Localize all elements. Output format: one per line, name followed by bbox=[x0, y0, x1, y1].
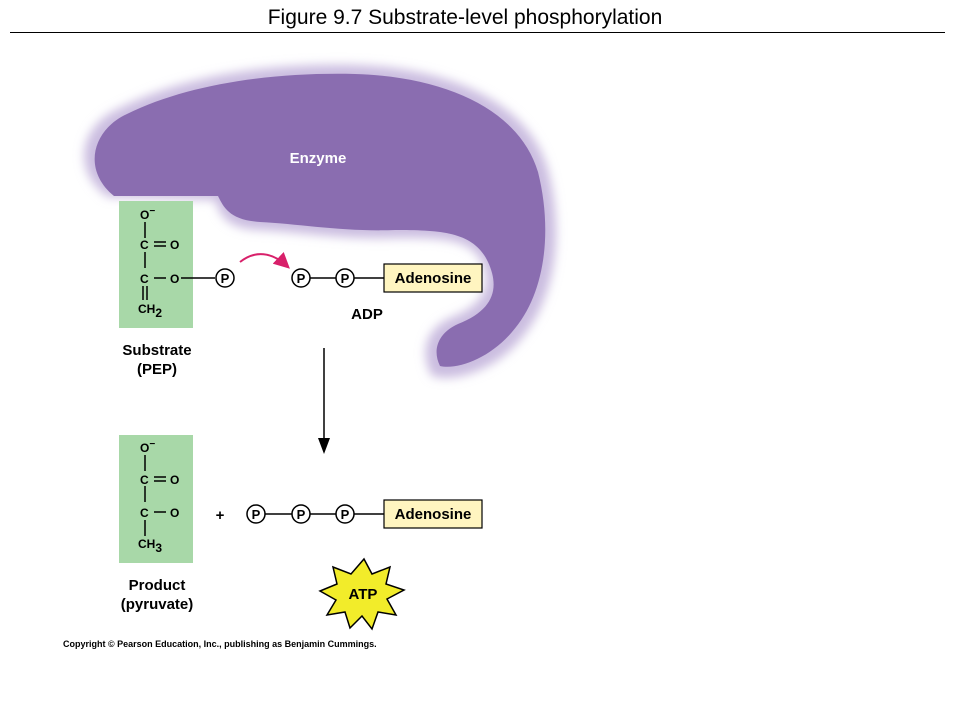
product-oxygen-2: O bbox=[170, 506, 179, 520]
adp-phosphate-2-symbol: P bbox=[341, 271, 350, 286]
product-pyruvate: O− C O C O CH3 Product (pyruvate) bbox=[119, 435, 193, 613]
atp-phosphate-1-symbol: P bbox=[252, 507, 261, 522]
adp-phosphate-2: P bbox=[335, 268, 355, 288]
adp-adenosine-label: Adenosine bbox=[395, 270, 472, 287]
atp-phosphate-1: P bbox=[246, 504, 266, 524]
adp-adenosine-box bbox=[383, 263, 483, 293]
adp-label: ADP bbox=[351, 306, 383, 323]
product-label-line2: (pyruvate) bbox=[121, 596, 194, 613]
product-carbon-2: C bbox=[140, 506, 149, 520]
product-oxygen-1: O bbox=[170, 473, 179, 487]
substrate-carbon-1: C bbox=[140, 238, 149, 252]
transferred-phosphate-symbol: P bbox=[221, 271, 230, 286]
copyright-notice: Copyright © Pearson Education, Inc., pub… bbox=[63, 639, 377, 649]
substrate-pep: O− C O C O CH2 Substrate (PEP) bbox=[119, 201, 193, 378]
substrate-oxygen-2: O bbox=[170, 272, 179, 286]
transferred-phosphate: P bbox=[215, 268, 235, 288]
page-title: Figure 9.7 Substrate-level phosphorylati… bbox=[267, 6, 663, 29]
adp: P P Adenosine ADP bbox=[291, 263, 483, 323]
title-divider bbox=[10, 32, 945, 33]
product-carbon-1: C bbox=[140, 473, 149, 487]
atp-phosphate-2-symbol: P bbox=[297, 507, 306, 522]
atp-adenosine-label: Adenosine bbox=[395, 506, 472, 523]
product-box bbox=[119, 435, 193, 563]
substrate-structure bbox=[142, 222, 166, 300]
atp-phosphate-3: P bbox=[335, 504, 355, 524]
enzyme-body bbox=[94, 73, 546, 367]
plus-sign: + bbox=[216, 507, 225, 524]
atp-phosphate-2: P bbox=[291, 504, 311, 524]
phosphate-transfer-arrow bbox=[239, 251, 290, 269]
substrate-label-line2: (PEP) bbox=[137, 361, 177, 378]
substrate-o-minus: O− bbox=[140, 206, 155, 222]
enzyme: Enzyme bbox=[84, 64, 557, 378]
substrate-ch2: CH2 bbox=[138, 302, 162, 320]
product-o-minus: O− bbox=[140, 439, 155, 455]
atp-adenosine-box bbox=[383, 499, 483, 529]
substrate-carbon-2: C bbox=[140, 272, 149, 286]
reaction-arrow bbox=[318, 348, 330, 454]
product-structure bbox=[144, 455, 166, 536]
enzyme-label: Enzyme bbox=[290, 150, 347, 167]
product-ch3: CH3 bbox=[138, 537, 162, 555]
product-label-line1: Product bbox=[129, 577, 186, 594]
atp-phosphate-3-symbol: P bbox=[341, 507, 350, 522]
substrate-box bbox=[119, 201, 193, 328]
adp-phosphate-1: P bbox=[291, 268, 311, 288]
atp-burst bbox=[318, 557, 406, 631]
substrate-label-line1: Substrate bbox=[122, 342, 191, 359]
adp-phosphate-1-symbol: P bbox=[297, 271, 306, 286]
atp-label: ATP bbox=[349, 586, 378, 603]
atp: P P P Adenosine ATP bbox=[246, 499, 483, 631]
substrate-oxygen-1: O bbox=[170, 238, 179, 252]
